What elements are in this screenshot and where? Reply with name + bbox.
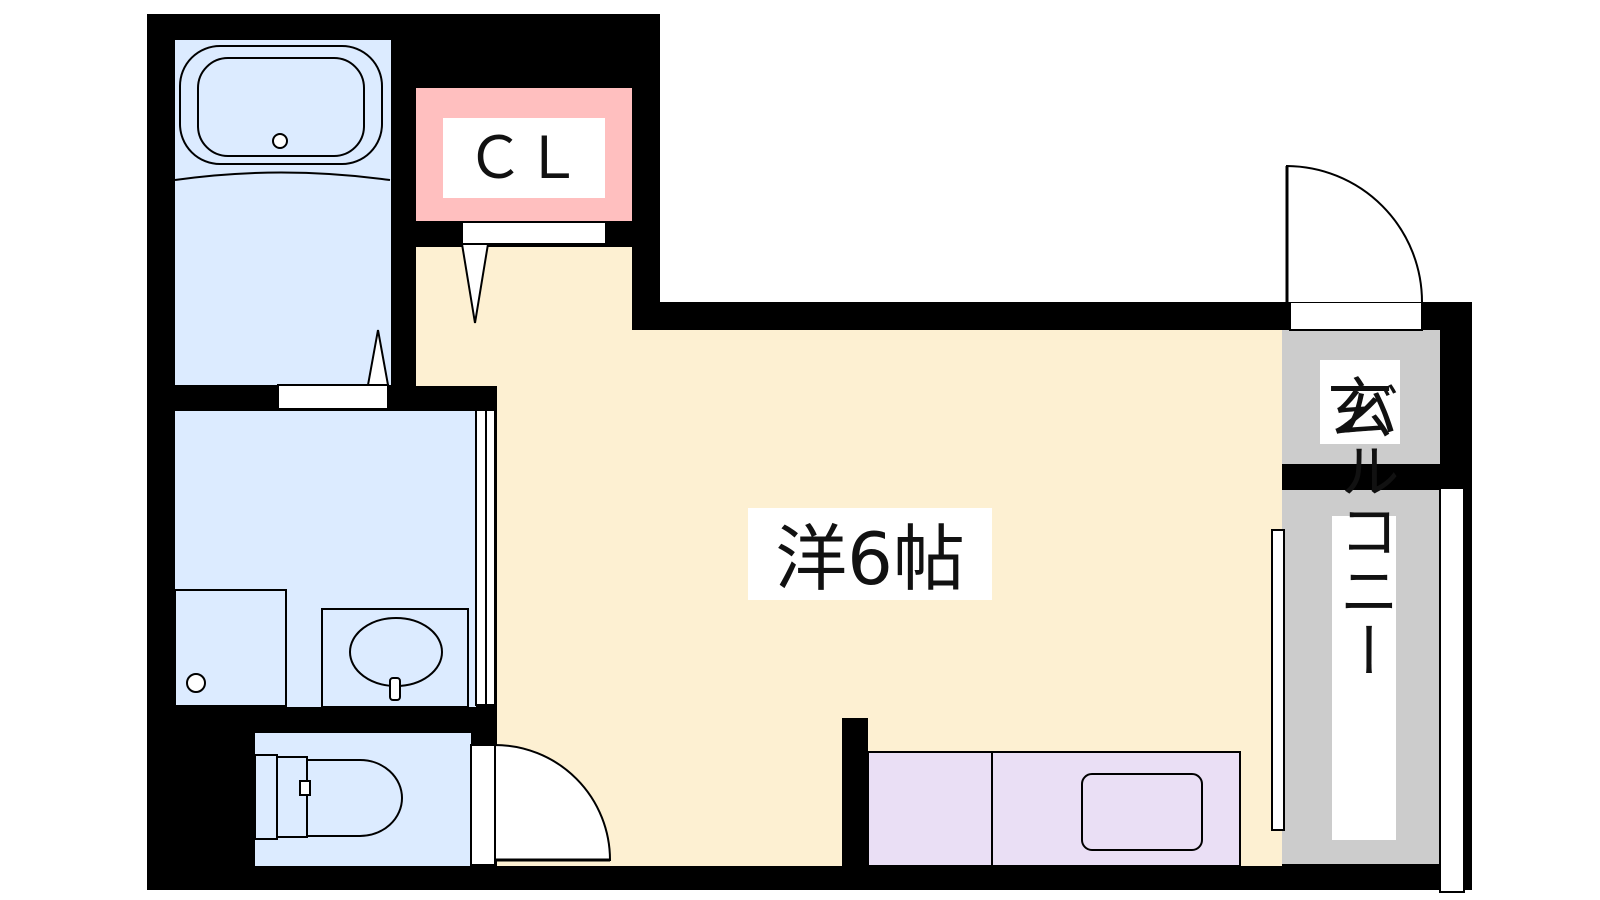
toilet-bowl bbox=[254, 754, 403, 840]
balcony-window bbox=[1271, 529, 1285, 831]
main-room-label: 洋6帖 bbox=[775, 517, 965, 601]
bathtub bbox=[174, 45, 391, 181]
bath-door-symbol bbox=[366, 329, 390, 386]
toilet-door-swing bbox=[494, 743, 612, 861]
entrance-door-swing bbox=[1286, 164, 1423, 303]
balcony-label: バルコニー bbox=[1329, 380, 1399, 680]
entrance-label: 玄 bbox=[1327, 371, 1393, 448]
closet-opening bbox=[461, 221, 607, 245]
wash-basin bbox=[321, 608, 469, 708]
balcony-railing bbox=[1439, 487, 1465, 893]
entrance-door-opening bbox=[1289, 301, 1423, 331]
drain-icon bbox=[186, 673, 206, 693]
kitchen-wall-stub bbox=[842, 718, 868, 868]
main-room-label-bg bbox=[748, 508, 992, 600]
toilet-door-opening bbox=[470, 744, 496, 866]
closet-label: ＣＬ bbox=[466, 124, 582, 192]
closet-door-symbol bbox=[460, 243, 490, 324]
bath-door-opening bbox=[277, 384, 389, 410]
balcony-label-bg bbox=[1332, 516, 1396, 840]
entrance-label-bg bbox=[1320, 360, 1400, 444]
kitchen-counter bbox=[867, 751, 1241, 867]
closet-label-bg bbox=[443, 118, 605, 198]
